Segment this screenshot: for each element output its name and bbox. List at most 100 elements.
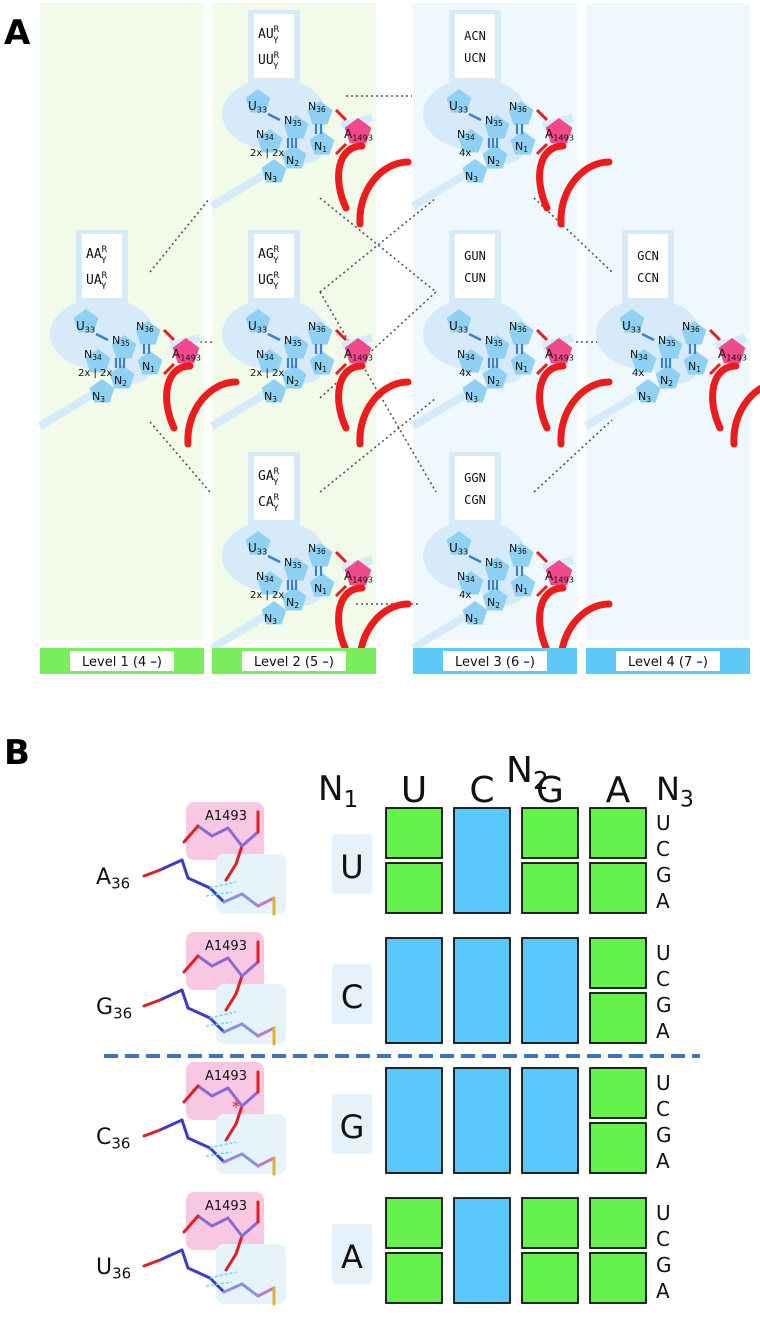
- backbone-stub: [209, 166, 275, 210]
- panel-b-label: B: [4, 733, 30, 773]
- codon-box: [254, 234, 294, 298]
- molecule-bond-16: [182, 1214, 200, 1234]
- molecule-bond-8: [180, 1248, 190, 1270]
- n3-letter-G-C: C: [656, 1097, 670, 1121]
- n34-pentagon: [631, 349, 657, 373]
- n34-label: N34: [256, 128, 274, 142]
- molecule-bond-12: [222, 1282, 244, 1294]
- n36-label: N36: [509, 542, 527, 556]
- codon-label-1: GGN: [464, 471, 486, 485]
- codon-cell-G-2: [521, 1067, 579, 1174]
- u33-contact: [641, 332, 655, 342]
- codon-cell-top-C-3: [589, 937, 647, 989]
- molecule-bond-3: [234, 844, 244, 866]
- multiplicity-label: 2x | 2x: [250, 590, 284, 601]
- a1493-backbone: [536, 362, 567, 432]
- u33-pentagon: [245, 531, 271, 555]
- n35-label: N35: [485, 114, 503, 128]
- n36-pentagon: [508, 321, 534, 345]
- multiplicity-label: 2x | 2x: [250, 148, 284, 159]
- molecule-bond-4: [224, 862, 238, 882]
- backbone-stub: [583, 386, 649, 430]
- n3-label: N3: [638, 390, 651, 404]
- a1493-pentagon: [344, 560, 372, 586]
- a1493-contact-2: [334, 142, 348, 156]
- n2-pentagon: [281, 365, 307, 389]
- n2-header: N2: [506, 750, 549, 795]
- molecule-bond-0: [196, 1084, 214, 1098]
- n3-pentagon: [89, 379, 115, 403]
- molecule-bond-8: [180, 858, 190, 880]
- backbone-stub: [410, 166, 476, 210]
- n35-label: N35: [284, 334, 302, 348]
- n1-label: N1: [314, 140, 327, 154]
- u33-label: U33: [76, 319, 95, 334]
- panel-a-label: A: [4, 13, 31, 53]
- molecule-bond-13: [240, 1152, 260, 1168]
- u33-contact: [95, 332, 109, 342]
- codon-label-2: UCN: [464, 51, 486, 65]
- a1493-backbone: [335, 362, 366, 432]
- connector-line-0: [149, 197, 211, 273]
- molecule-bond-4: [224, 992, 238, 1012]
- n3-pentagon: [462, 159, 488, 183]
- a1493-contact-2: [334, 584, 348, 598]
- codon-cell-C-0: [385, 937, 443, 1044]
- molecule-bond-9: [186, 1136, 212, 1150]
- n34-label: N34: [630, 348, 648, 362]
- n3-letter-G-A: A: [656, 1149, 670, 1173]
- n1-header: N1: [318, 769, 358, 813]
- molecule-bond-7: [158, 858, 184, 872]
- n1-pentagon: [137, 351, 163, 375]
- a1493-contact-1: [708, 328, 722, 342]
- a1493-pentagon: [545, 118, 573, 144]
- molecule-bond-13: [240, 892, 260, 908]
- n2-pentagon: [281, 145, 307, 169]
- a1493-pentagon: [545, 560, 573, 586]
- n36-pentagon: [307, 543, 333, 567]
- connector-line-2: [149, 421, 211, 493]
- backbone-stub: [209, 386, 275, 430]
- molecule-bond-11: [142, 868, 162, 878]
- level-bar-label-3: Level 3 (6 –): [455, 655, 535, 670]
- molecule-bond-11: [142, 998, 162, 1008]
- n1-label: N1: [314, 360, 327, 374]
- u33-pentagon: [245, 309, 271, 333]
- multiplicity-label: 4x: [459, 590, 471, 601]
- n1-label: N1: [515, 140, 528, 154]
- n3-letter-C-U: U: [656, 941, 671, 965]
- n35-label: N35: [284, 114, 302, 128]
- codon-cell-bottom-U-0: [385, 862, 443, 914]
- molecule-bond-0: [196, 1214, 214, 1228]
- n2-column-U: U: [401, 770, 427, 811]
- n3-label: N3: [465, 390, 478, 404]
- a1493-structure-label: A1493: [205, 939, 247, 954]
- codon-box: [455, 14, 495, 78]
- a1493-structure-label: A1493: [205, 1199, 247, 1214]
- molecule-bond-13: [240, 1022, 260, 1038]
- a1493-contact-1: [334, 108, 348, 122]
- n1-label: N1: [515, 582, 528, 596]
- molecule-bond-3: [234, 1234, 244, 1256]
- molecule-bond-0: [196, 824, 214, 838]
- n35-pentagon: [283, 557, 309, 581]
- n36-pentagon: [307, 321, 333, 345]
- n3-header: N3: [656, 770, 694, 812]
- molecule-bond-7: [158, 1118, 184, 1132]
- backbone-stub: [410, 608, 476, 652]
- n2-label: N2: [487, 374, 500, 388]
- u33-label: U33: [248, 319, 267, 334]
- multiplicity-label: 4x: [459, 368, 471, 379]
- a1493-pentagon: [172, 338, 200, 364]
- a1493-structure-label: A1493: [205, 1069, 247, 1084]
- n1-letter-G: G: [340, 1108, 365, 1146]
